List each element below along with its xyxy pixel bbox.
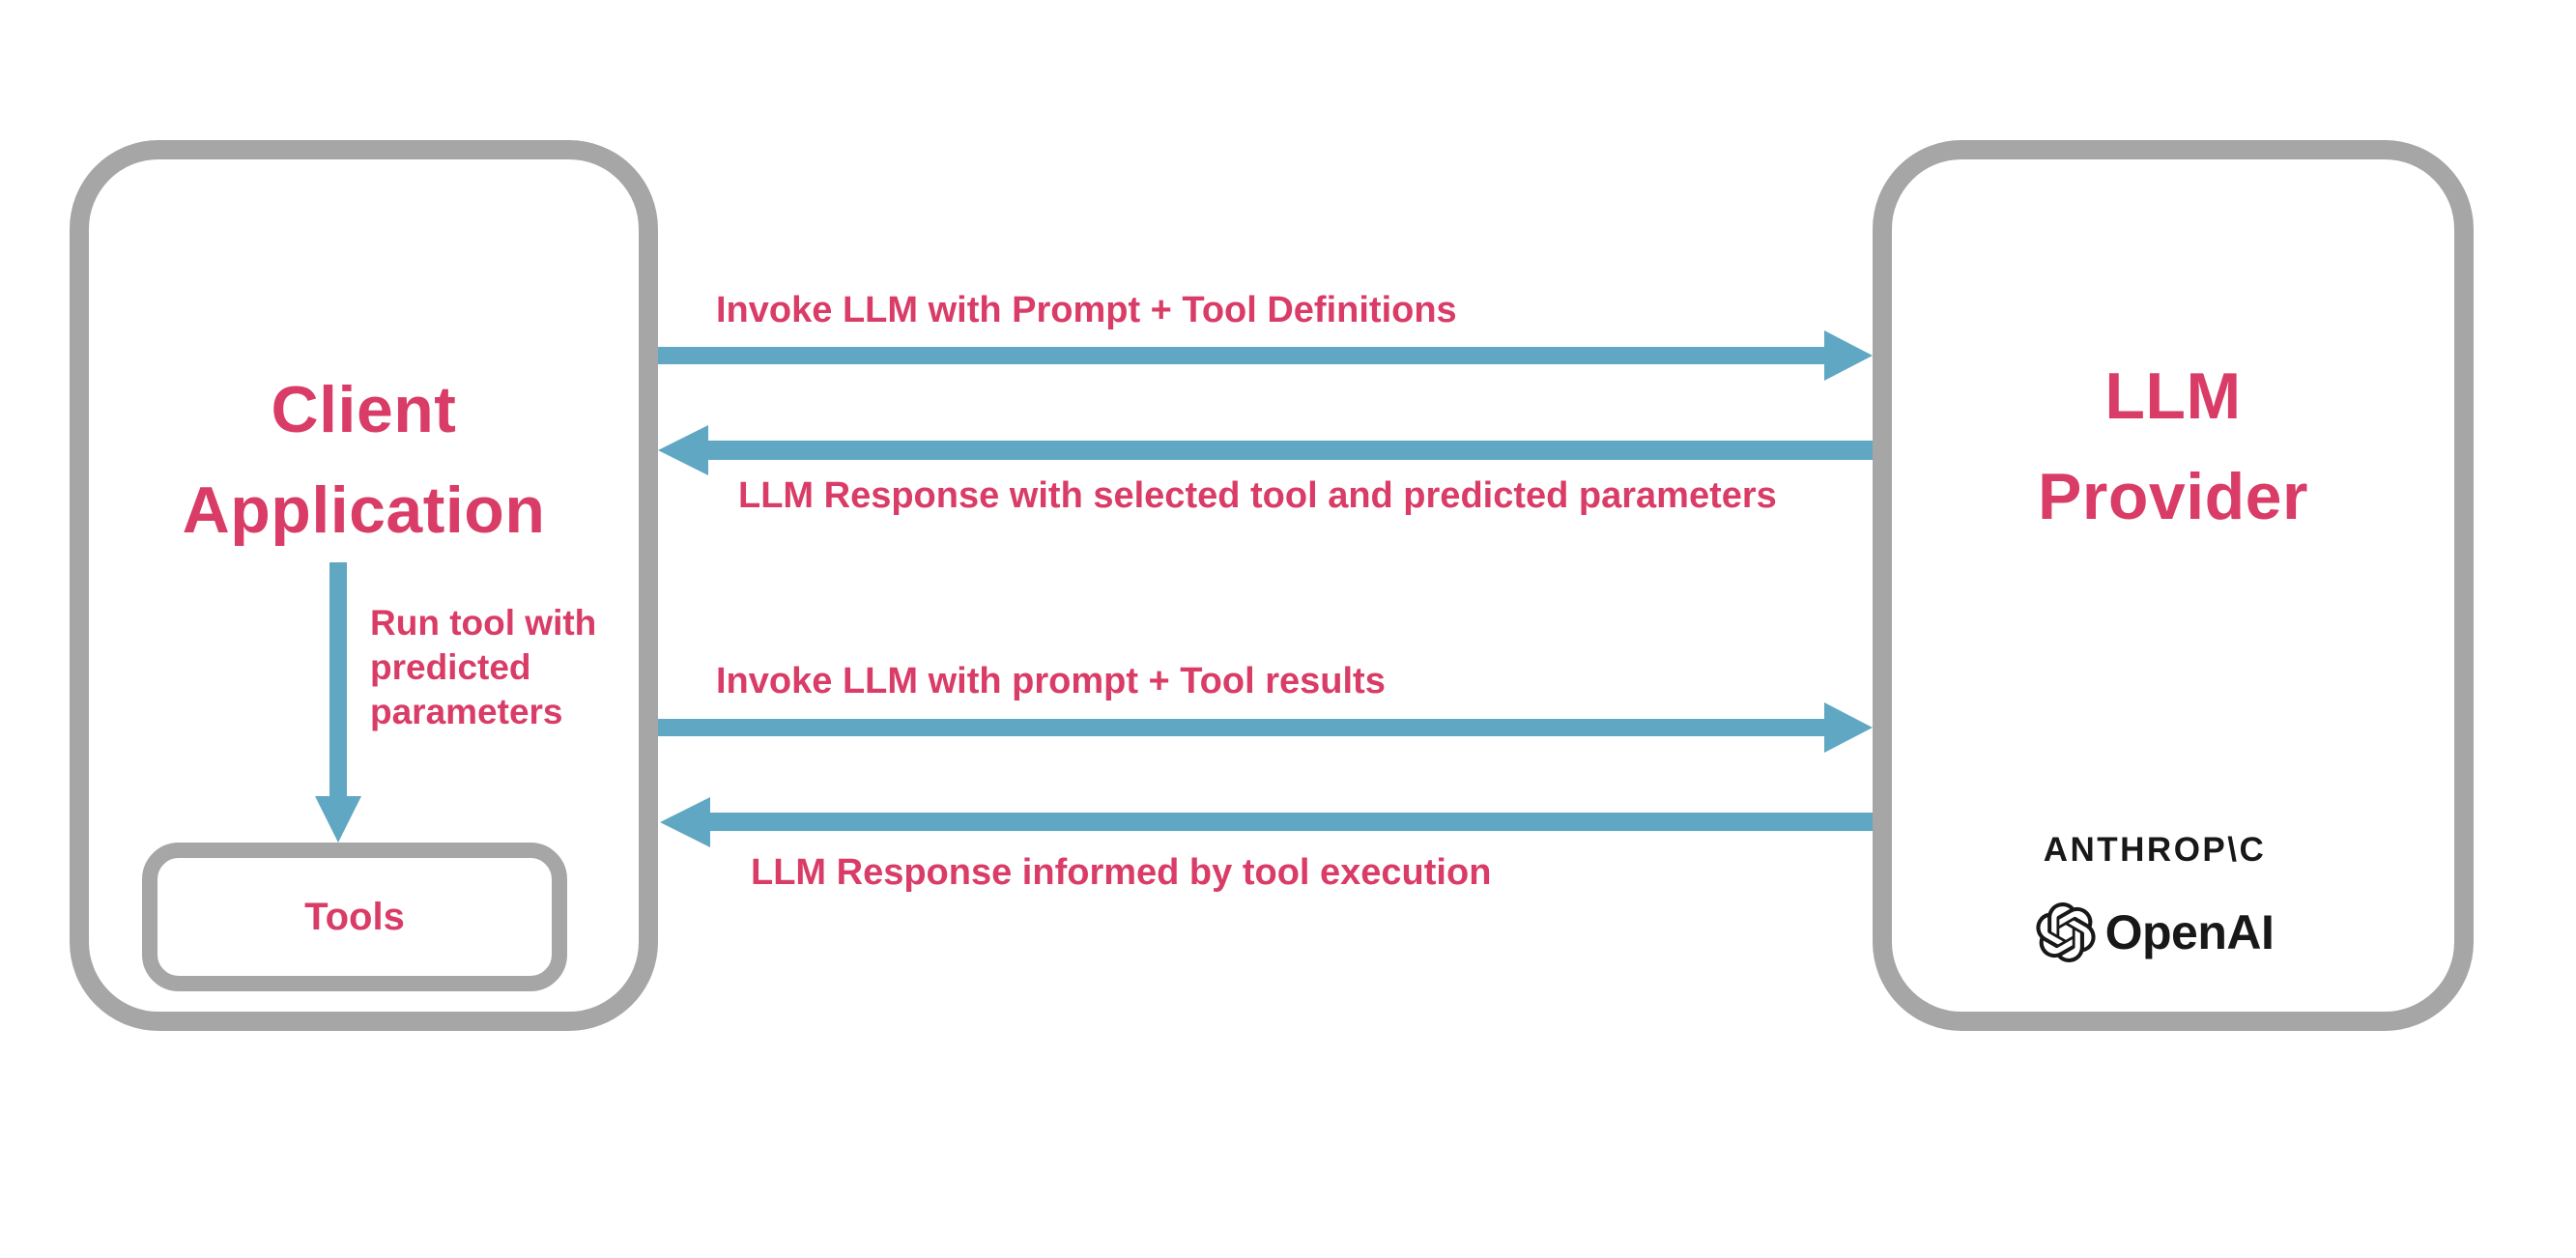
arrow-shaft-response-informed (710, 813, 1873, 831)
run-tool-arrowhead-icon (315, 796, 361, 843)
client-application-box (70, 140, 658, 1031)
tools-box: Tools (142, 843, 567, 991)
run-tool-label: Run tool with predicted parameters (370, 603, 597, 731)
anthropic-logo: ANTHROP\C (2043, 831, 2267, 869)
client-application-title: Client Application (182, 373, 546, 547)
llm-provider-box (1873, 140, 2474, 1031)
llm-provider-title: LLM Provider (2038, 359, 2308, 533)
provider-logos: ANTHROP\C OpenAI (1884, 831, 2425, 962)
run-tool-arrow-shaft (329, 562, 347, 796)
arrow-shaft-response-selected-tool (708, 441, 1873, 460)
openai-logo: OpenAI (2036, 902, 2275, 962)
openai-wordmark: OpenAI (2104, 905, 2275, 959)
arrow-label-invoke-results: Invoke LLM with prompt + Tool results (716, 661, 1386, 701)
arrowhead-right-icon (1824, 702, 1873, 753)
arrowhead-left-icon (658, 425, 708, 475)
arrow-shaft-invoke-definitions (658, 347, 1824, 364)
arrow-label-response-informed: LLM Response informed by tool execution (751, 852, 1492, 893)
arrowhead-left-icon (660, 797, 710, 847)
openai-logo-icon (2036, 902, 2096, 962)
arrow-label-invoke-definitions: Invoke LLM with Prompt + Tool Definition… (716, 290, 1457, 330)
arrow-shaft-invoke-results (658, 719, 1824, 736)
arrow-label-response-selected-tool: LLM Response with selected tool and pred… (738, 475, 1777, 516)
arrowhead-right-icon (1824, 330, 1873, 381)
tools-label: Tools (304, 895, 405, 938)
